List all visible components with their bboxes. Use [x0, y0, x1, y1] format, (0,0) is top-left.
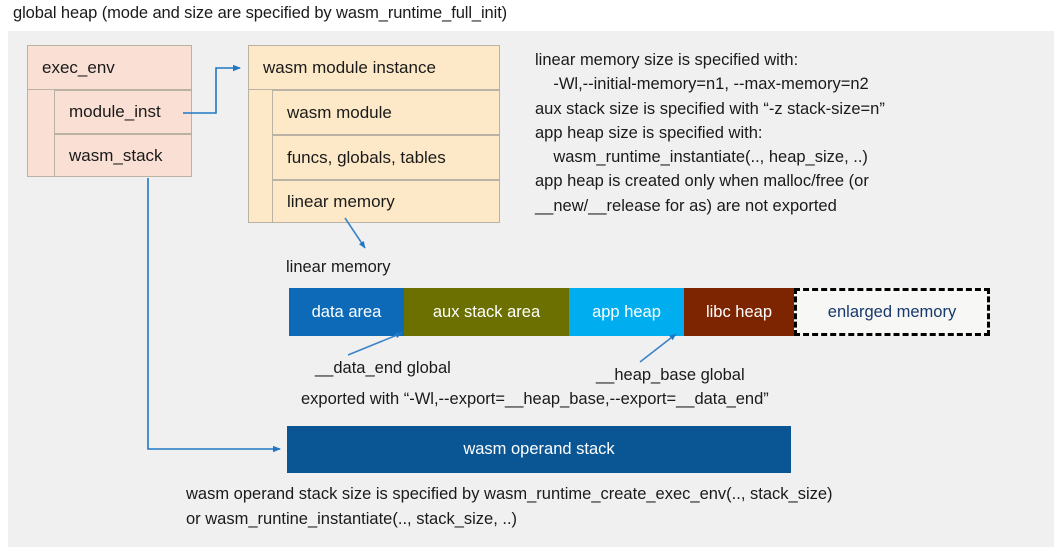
memory-segment-aux-stack-area-label: aux stack area	[432, 302, 541, 321]
memory-segment-libc-heap-label: libc heap	[705, 302, 773, 321]
exec-env-row-module-inst-label: module_inst	[69, 102, 161, 121]
annotation-heap-base: __heap_base global	[596, 366, 745, 384]
page-title: global heap (mode and size are specified…	[13, 4, 508, 22]
linear-memory-bar-label: linear memory	[286, 258, 391, 276]
exec-env-header: exec_env	[27, 45, 192, 90]
memory-segment-data-area-label: data area	[311, 302, 382, 321]
annotation-exported-with: exported with “-Wl,--export=__heap_base,…	[301, 390, 769, 408]
exec-env-row-wasm-stack-label: wasm_stack	[69, 145, 163, 165]
module-instance-header: wasm module instance	[248, 45, 500, 90]
memory-segment-enlarged-memory-label: enlarged memory	[827, 302, 957, 321]
exec-env-header-label: exec_env	[42, 57, 115, 77]
module-instance-row-funcs-globals-tables-label: funcs, globals, tables	[287, 147, 446, 167]
wasm-operand-stack-label: wasm operand stack	[463, 440, 615, 458]
module-instance-row-wasm-module-label: wasm module	[287, 102, 392, 122]
memory-segment-app-heap-label: app heap	[592, 302, 661, 321]
memory-segment-enlarged-memory: enlarged memory	[794, 288, 990, 336]
linear-memory-bar: data area aux stack area app heap libc h…	[289, 288, 990, 336]
wasm-operand-stack-box: wasm operand stack	[287, 426, 791, 473]
memory-segment-app-heap: app heap	[569, 288, 684, 336]
module-instance-row-linear-memory: linear memory	[272, 180, 500, 223]
exec-env-row-wasm-stack: wasm_stack	[54, 134, 192, 177]
module-instance-row-wasm-module: wasm module	[272, 90, 500, 135]
module-instance-row-funcs-globals-tables: funcs, globals, tables	[272, 135, 500, 180]
annotation-data-end: __data_end global	[315, 359, 451, 377]
wasm-operand-stack-note: wasm operand stack size is specified by …	[186, 485, 833, 528]
exec-env-row-module-inst: module_inst	[54, 90, 192, 134]
memory-segment-aux-stack-area: aux stack area	[404, 288, 569, 336]
linear-memory-info-text: linear memory size is specified with: -W…	[535, 51, 885, 215]
memory-segment-libc-heap: libc heap	[684, 288, 794, 336]
module-instance-header-label: wasm module instance	[263, 57, 436, 77]
memory-segment-data-area: data area	[289, 288, 404, 336]
module-instance-row-linear-memory-label: linear memory	[287, 191, 395, 211]
